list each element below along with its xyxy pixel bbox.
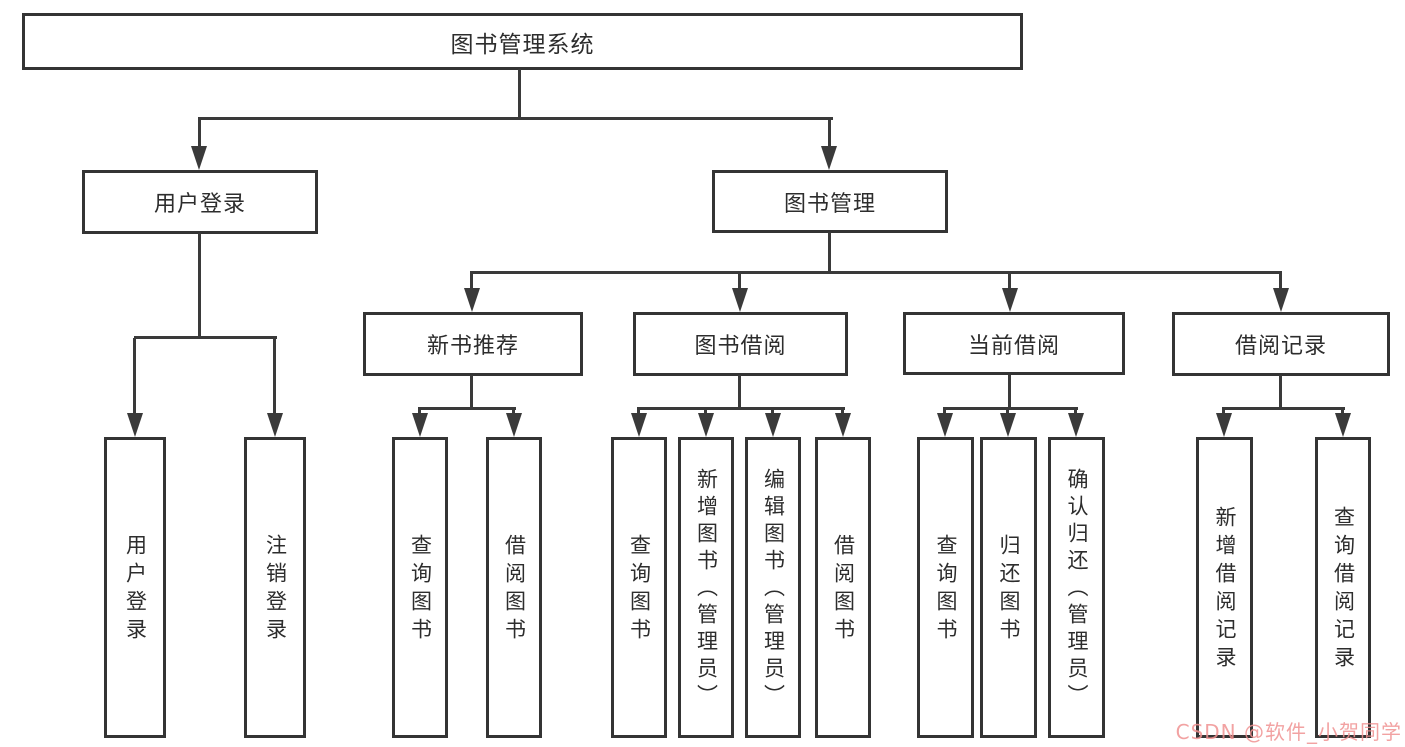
- connector-line: [518, 69, 521, 119]
- node-book-management: 图书管理: [712, 170, 948, 233]
- arrowhead-icon: [1000, 413, 1016, 437]
- connector-line: [133, 338, 136, 416]
- node-book-borrowing: 图书借阅: [633, 312, 848, 376]
- leaf-add-books-admin: 新增图书（管理员）: [678, 437, 734, 738]
- connector-line: [273, 338, 276, 416]
- arrowhead-icon: [1002, 288, 1018, 312]
- leaf-logout-login: 注销登录: [244, 437, 306, 738]
- connector-line: [943, 407, 1078, 410]
- csdn-watermark: CSDN @软件_小贺同学: [1175, 720, 1402, 744]
- node-label: 图书管理: [783, 191, 876, 217]
- arrowhead-icon: [267, 413, 283, 437]
- node-label: 新增借阅记录: [1213, 505, 1237, 674]
- node-label: 图书管理系统: [450, 31, 595, 58]
- node-label: 查询图书: [934, 533, 958, 646]
- arrowhead-icon: [937, 413, 953, 437]
- connector-line: [198, 233, 201, 339]
- arrowhead-icon: [1216, 413, 1232, 437]
- leaf-query-books-recommend: 查询图书: [392, 437, 448, 738]
- leaf-borrow-books: 借阅图书: [815, 437, 871, 738]
- node-new-book-recommend: 新书推荐: [363, 312, 583, 376]
- node-label: 用户登录: [123, 533, 148, 646]
- node-label: 确认归还（管理员）: [1065, 468, 1089, 711]
- arrowhead-icon: [821, 146, 837, 170]
- connector-line: [738, 273, 741, 291]
- leaf-borrow-books-recommend: 借阅图书: [486, 437, 542, 738]
- leaf-confirm-return-admin: 确认归还（管理员）: [1048, 437, 1105, 738]
- connector-line: [637, 407, 845, 410]
- node-label: 新书推荐: [426, 334, 519, 359]
- arrowhead-icon: [765, 413, 781, 437]
- connector-line: [828, 119, 831, 149]
- arrowhead-icon: [1273, 288, 1289, 312]
- node-borrowing-records: 借阅记录: [1172, 312, 1390, 376]
- connector-line: [1008, 273, 1011, 291]
- node-label: 查询图书: [408, 533, 433, 646]
- node-current-borrowing: 当前借阅: [903, 312, 1125, 375]
- leaf-query-borrow-record: 查询借阅记录: [1315, 437, 1371, 738]
- arrowhead-icon: [464, 288, 480, 312]
- connector-line: [1279, 273, 1282, 291]
- connector-line: [1008, 375, 1011, 409]
- arrowhead-icon: [412, 413, 428, 437]
- connector-line: [470, 271, 1282, 274]
- node-label: 图书借阅: [694, 334, 787, 359]
- arrowhead-icon: [506, 413, 522, 437]
- connector-line: [1279, 375, 1282, 409]
- node-label: 借阅图书: [502, 533, 527, 646]
- leaf-query-books-borrowing: 查询图书: [611, 437, 667, 738]
- node-label: 借阅记录: [1234, 334, 1327, 359]
- node-label: 新增图书（管理员）: [694, 468, 719, 711]
- connector-line: [418, 407, 516, 410]
- connector-line: [198, 119, 201, 149]
- node-label: 编辑图书（管理员）: [761, 468, 786, 711]
- arrowhead-icon: [127, 413, 143, 437]
- node-label: 查询图书: [627, 533, 652, 646]
- connector-line: [1222, 407, 1345, 410]
- node-label: 查询借阅记录: [1331, 505, 1356, 674]
- leaf-return-books: 归还图书: [980, 437, 1037, 738]
- arrowhead-icon: [698, 413, 714, 437]
- connector-line: [134, 336, 277, 339]
- connector-line: [470, 273, 473, 291]
- leaf-add-borrow-record: 新增借阅记录: [1196, 437, 1253, 738]
- node-user-login: 用户登录: [82, 170, 318, 234]
- node-library-management-system: 图书管理系统: [22, 13, 1023, 70]
- leaf-user-login: 用户登录: [104, 437, 166, 738]
- arrowhead-icon: [1068, 413, 1084, 437]
- node-label: 用户登录: [153, 192, 246, 217]
- node-label: 归还图书: [997, 533, 1021, 646]
- node-label: 借阅图书: [831, 533, 856, 646]
- connector-line: [198, 117, 833, 120]
- connector-line: [828, 232, 831, 273]
- leaf-edit-books-admin: 编辑图书（管理员）: [745, 437, 801, 738]
- connector-line: [470, 375, 473, 409]
- node-label: 当前借阅: [967, 333, 1060, 359]
- arrowhead-icon: [835, 413, 851, 437]
- arrowhead-icon: [732, 288, 748, 312]
- connector-line: [738, 375, 741, 409]
- leaf-query-books-current: 查询图书: [917, 437, 974, 738]
- node-label: 注销登录: [263, 533, 288, 646]
- arrowhead-icon: [191, 146, 207, 170]
- arrowhead-icon: [631, 413, 647, 437]
- arrowhead-icon: [1335, 413, 1351, 437]
